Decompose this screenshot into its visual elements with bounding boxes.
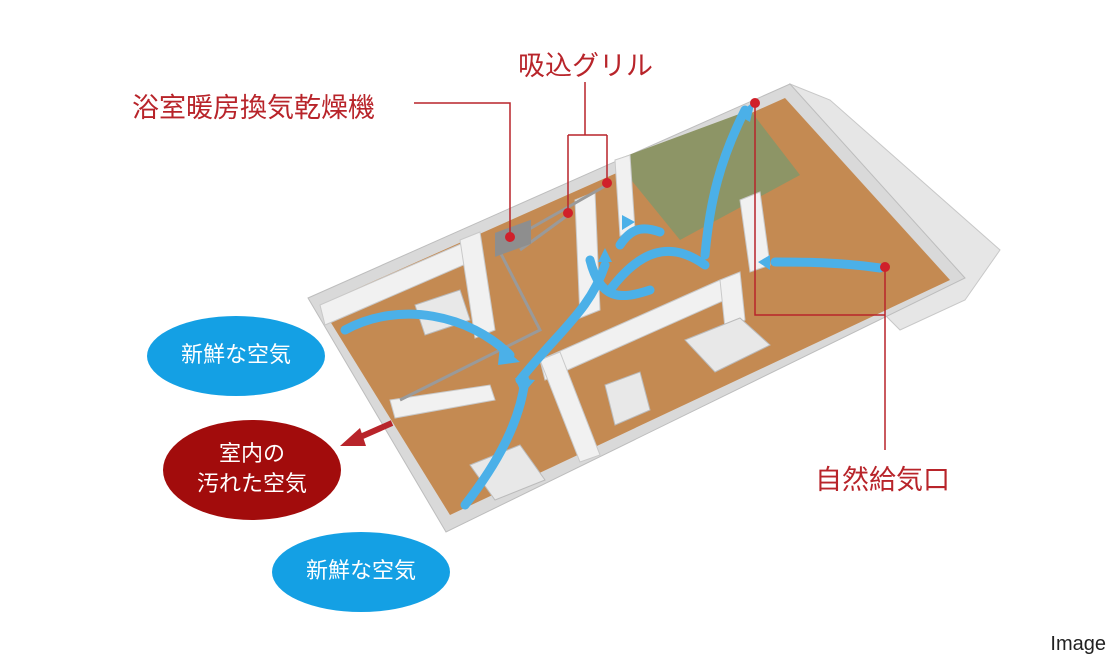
fresh-air-text: 新鮮な空気 (180, 343, 291, 369)
arrowheads (498, 100, 770, 395)
furniture (414, 289, 771, 501)
natural-inlet-label: 自然給気口 (815, 465, 950, 496)
dirty-air-bubble: 室内の汚れた空気 (163, 420, 341, 520)
leader-lines (414, 82, 886, 450)
dirty-air-line2: 汚れた空気 (196, 472, 307, 497)
bath-dryer-label: 浴室暖房換気乾燥機 (132, 93, 375, 124)
fresh-air-text-2: 新鮮な空気 (305, 559, 416, 585)
dirty-air-line1: 室内の (218, 442, 285, 468)
floor (320, 98, 950, 515)
fresh-air-bubble-2: 新鮮な空気 (272, 532, 450, 612)
fresh-air-bubble: 新鮮な空気 (147, 316, 325, 396)
image-caption: Image (1050, 633, 1106, 655)
tatami-room (615, 110, 800, 240)
leader-dots (505, 98, 890, 272)
interior-walls (319, 154, 771, 463)
exhaust-arrow (340, 420, 394, 446)
intake-grille-label: 吸込グリル (518, 51, 653, 82)
